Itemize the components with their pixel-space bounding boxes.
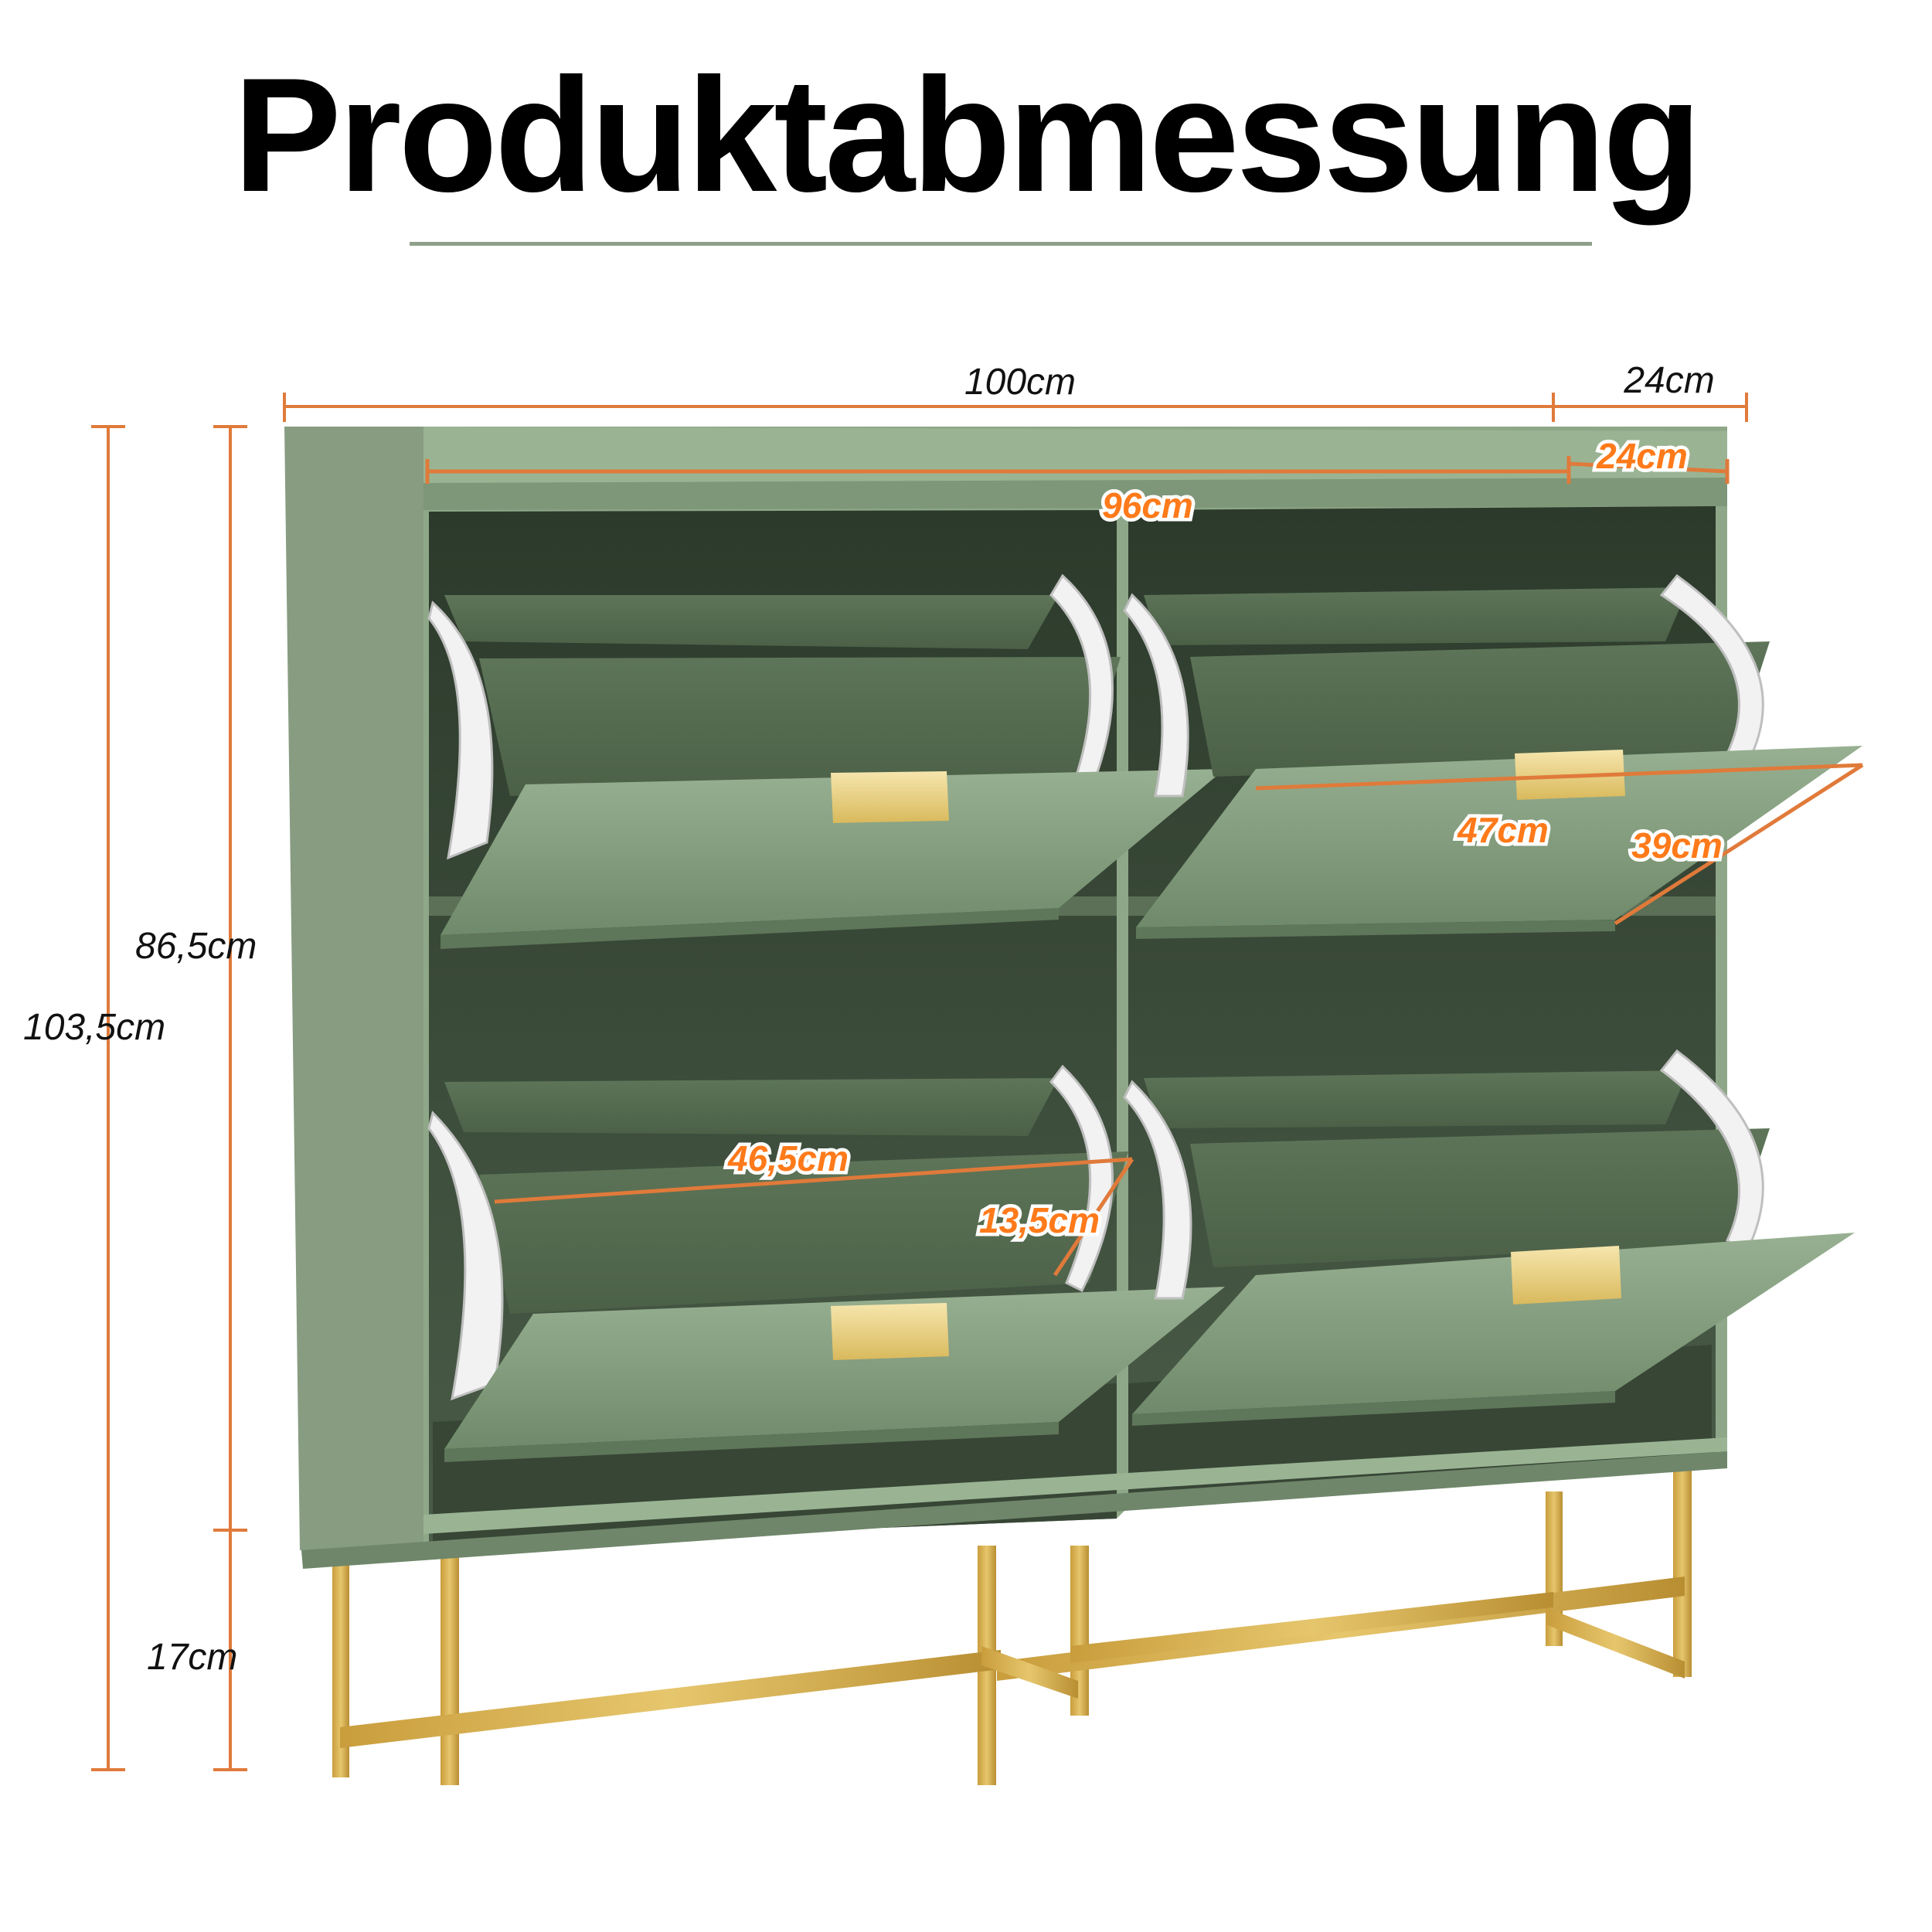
tray-width-line <box>494 1157 1133 1204</box>
cabinet-side-panel <box>284 427 423 1550</box>
label-total-height: 103,5cm <box>23 1007 165 1048</box>
flap-edge <box>444 1422 1059 1462</box>
tray-depth-line <box>1053 1158 1134 1277</box>
label-body-height: 86,5cm <box>135 926 257 967</box>
flap-panel <box>1136 746 1862 927</box>
flap-panel <box>444 1287 1225 1449</box>
rail-back <box>1070 1592 1553 1663</box>
cabinet-base <box>301 1451 1727 1569</box>
label-flap-depth: 39cm <box>1631 825 1723 866</box>
label-inner-depth: 24cm <box>1596 436 1688 476</box>
bottom-shelf-edge <box>423 1437 1727 1534</box>
label-total-width: 100cm <box>964 362 1076 403</box>
flap-panel <box>440 769 1225 935</box>
hinge-left <box>1123 593 1189 798</box>
flap-edge <box>1136 920 1615 939</box>
tray-upper <box>1144 1070 1689 1128</box>
tray-upper <box>444 595 1059 649</box>
flap-edge <box>1132 1391 1615 1426</box>
cabinet-top-edge <box>423 478 1727 510</box>
leg-front-left <box>332 1553 349 1777</box>
flap-width-line <box>1255 763 1863 791</box>
hinge-left <box>427 1111 504 1401</box>
leg-front-right <box>1673 1468 1692 1677</box>
drawer-bottom-left <box>427 1064 1225 1462</box>
label-leg-height: 17cm <box>147 1637 237 1678</box>
drawer-handle <box>831 1303 949 1360</box>
tray-upper <box>1144 587 1689 645</box>
page-title: Produktabmessung <box>233 44 1702 226</box>
highlight-dimension-lines <box>425 456 1864 1277</box>
label-depth: 24cm <box>1623 360 1714 401</box>
rail-side-mid <box>981 1646 1078 1699</box>
rail-front-left <box>340 1650 1001 1748</box>
center-divider <box>1117 510 1128 1519</box>
tray-lower <box>1190 1128 1770 1267</box>
gold-leg-frame <box>332 1468 1692 1785</box>
tray-lower <box>1190 641 1770 777</box>
hinge-left <box>1123 1080 1192 1300</box>
hinge-right <box>1049 1064 1114 1293</box>
title-divider <box>410 242 1592 246</box>
label-flap-width: 47cm <box>1457 810 1549 850</box>
rail-side-right <box>1546 1607 1685 1679</box>
drawer-handle <box>831 771 949 823</box>
label-tray-depth: 13,5cm <box>979 1200 1100 1240</box>
dimension-lines <box>91 393 1748 1771</box>
label-inner-width: 96cm <box>1102 485 1193 526</box>
label-tray-width: 46,5cm <box>727 1138 849 1179</box>
cabinet-top <box>423 427 1727 483</box>
drawer-top-right <box>1123 573 1862 939</box>
drawer-top-left <box>427 573 1225 949</box>
hinge-left <box>427 600 494 860</box>
flap-edge <box>440 908 1059 949</box>
flap-panel <box>1132 1233 1855 1414</box>
tray-lower <box>479 657 1121 796</box>
inner-depth-line <box>1568 461 1728 474</box>
drawer-handle <box>1511 1246 1621 1304</box>
leg-front-left-inner <box>440 1546 459 1785</box>
drawer-bottom-right <box>1123 1049 1855 1426</box>
tray-upper <box>444 1078 1059 1136</box>
flap-depth-line <box>1614 763 1864 926</box>
